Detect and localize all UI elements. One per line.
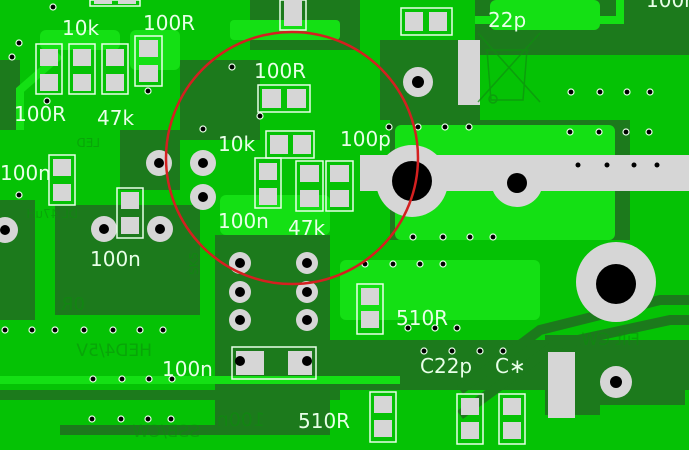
backside-ssb-cw: SSB/CW [132, 422, 200, 442]
backside-filt: Filt CW [581, 330, 640, 350]
backside-hed: HED4/5V [76, 341, 152, 361]
backside-sk5: SK5 [187, 252, 201, 275]
backside-dl: DL 47uH [26, 207, 78, 221]
label-100R-top: 100R [143, 11, 195, 35]
tab-pad-top [458, 40, 480, 105]
label-10k-top: 10k [62, 16, 99, 40]
label-47k-center: 47k [288, 216, 325, 240]
label-100n-center: 100n [218, 209, 269, 233]
label-22p-top: 22p [488, 8, 526, 32]
drill-holes [392, 161, 636, 304]
weee-bin-icon [477, 32, 541, 104]
backside-led: LED [76, 136, 100, 150]
highlight-circle [164, 30, 420, 286]
label-c-star: C∗ [495, 354, 526, 378]
label-10k-center: 10k [218, 132, 255, 156]
label-510R-bottom: 510R [298, 409, 350, 433]
backside-100n: 100n [217, 409, 265, 431]
label-100n-mid: 100n [90, 247, 141, 271]
tab-pad-bottom [548, 352, 575, 418]
label-100R-center: 100R [254, 59, 306, 83]
label-47k-left: 47k [97, 106, 134, 130]
silkscreen-labels: 10k 100R 100R 47k 100R 10k 100p 22p 100n… [0, 0, 689, 433]
label-corner-partial: 100r [646, 0, 689, 12]
backside-0r: 0R [61, 294, 85, 315]
label-100R-left: 100R [14, 102, 66, 126]
strip-vias [575, 162, 660, 168]
vias [1, 3, 654, 423]
label-510R-right: 510R [396, 306, 448, 330]
label-100n-left: 100n [0, 161, 51, 185]
label-c22p: C22p [420, 354, 472, 378]
bright-traces [0, 0, 624, 384]
smd-components [35, 0, 526, 445]
label-100n-bottom: 100n [162, 357, 213, 381]
traces [0, 295, 689, 435]
label-100p: 100p [340, 127, 391, 151]
backside-silkscreen: SSB/CW HED4/5V 0R DL 47uH LED SK5 Filt C… [26, 136, 640, 442]
